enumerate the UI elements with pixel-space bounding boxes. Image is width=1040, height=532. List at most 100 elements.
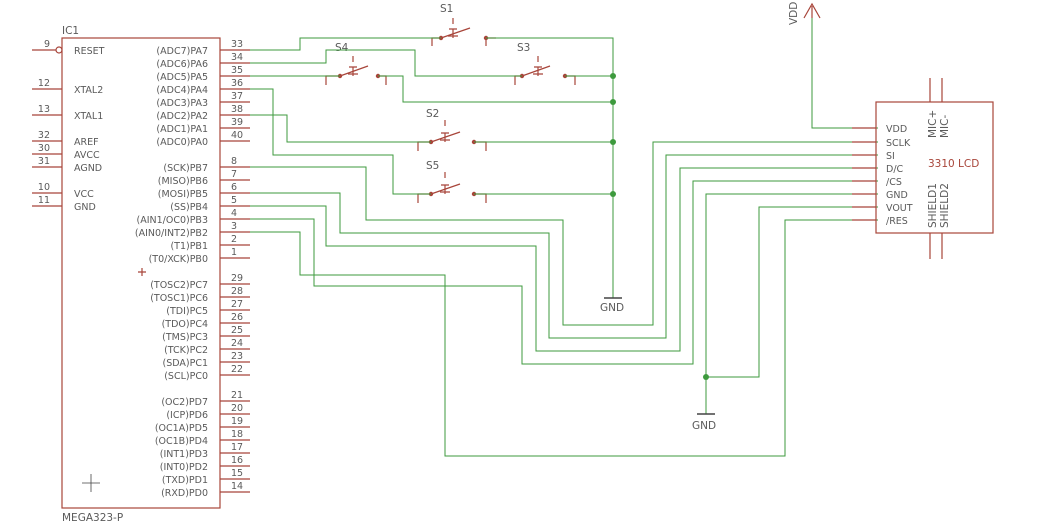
pin-name: (ADC4)PA4 <box>156 85 208 96</box>
ic1-pin-adc0pa0: 40 (ADC0)PA0 <box>156 130 250 148</box>
net-mosi <box>250 154 878 339</box>
pin-name: XTAL2 <box>74 85 103 96</box>
ic1-pin-t1pb1: 2(T1)PB1 <box>170 234 250 252</box>
switch-s1[interactable]: S1 <box>431 3 496 46</box>
switch-s4[interactable]: S4 <box>325 42 387 85</box>
ic1-pin-oc2pd7: 21(OC2)PD7 <box>161 390 250 408</box>
lcd-pin-sclk: SCLK <box>852 138 911 149</box>
pin-name: (TCK)PC2 <box>164 345 208 356</box>
pin-number: 14 <box>231 481 243 492</box>
ic1-pin-rxdpd0: 14(RXD)PD0 <box>161 481 250 499</box>
pin-name: VOUT <box>886 203 913 214</box>
pin-name: (ADC0)PA0 <box>156 137 208 148</box>
pin-name: (TDO)PC4 <box>162 319 208 330</box>
ic1-pin-ain1oc0pb3: 4 (AIN1/OC0)PB3 <box>136 208 250 226</box>
junction <box>610 99 616 105</box>
pin-number: 7 <box>231 169 237 180</box>
pin-number: 28 <box>231 286 243 297</box>
pin-name: (MOSI)PB5 <box>158 189 208 200</box>
pin-name: XTAL1 <box>74 111 103 122</box>
pin-number: 40 <box>231 130 243 141</box>
lcd-pins: VDD SCLK SI D/C/CS GND VOUT/RES <box>852 124 913 227</box>
pin-number: 5 <box>231 195 237 206</box>
pin-name: (OC2)PD7 <box>161 397 208 408</box>
pin-name: (SDA)PC1 <box>163 358 209 369</box>
pin-name: (OC1B)PD4 <box>155 436 208 447</box>
pin-number: 25 <box>231 325 243 336</box>
ic1-pin-int0pd2: 16(INT0)PD2 <box>160 455 250 473</box>
wires <box>250 18 878 457</box>
pin-name: (TXD)PD1 <box>162 475 208 486</box>
vdd-label: VDD <box>788 2 800 25</box>
ic1-pin-oc1apd5: 19(OC1A)PD5 <box>155 416 250 434</box>
ic1-origin-cross <box>82 474 100 492</box>
lcd-pin-si: SI <box>852 151 895 162</box>
switch-s3[interactable]: S3 <box>514 42 576 85</box>
ic1-right-pins: 33(ADC7)PA734(ADC6)PA635(ADC5)PA536(ADC4… <box>135 39 250 499</box>
pin-number: 35 <box>231 65 243 76</box>
pin-name: (INT1)PD3 <box>160 449 208 460</box>
pin-number: 20 <box>231 403 243 414</box>
pin-name: (AIN0/INT2)PB2 <box>135 228 208 239</box>
pin-name: (TOSC2)PC7 <box>150 280 208 291</box>
pin-number: 24 <box>231 338 243 349</box>
pin-name: GND <box>886 190 908 201</box>
net-vout <box>706 206 878 378</box>
pin-number: 34 <box>231 52 243 63</box>
pin-number: 36 <box>231 78 243 89</box>
ic1-pin-ain0int2pb2: 3(AIN0/INT2)PB2 <box>135 221 250 239</box>
net-pa7 <box>250 37 441 51</box>
pin-name: (ICP)PD6 <box>166 410 208 421</box>
pin-number: 33 <box>231 39 243 50</box>
ic1-pin-adc1pa1: 39(ADC1)PA1 <box>156 117 250 135</box>
pin-name: VCC <box>74 189 94 200</box>
pin-name: D/C <box>886 164 904 175</box>
pin-number: 16 <box>231 455 243 466</box>
ic1-pin-sdapc1: 23(SDA)PC1 <box>163 351 250 369</box>
pin-name: RESET <box>74 46 105 57</box>
switch-s2-label: S2 <box>426 108 439 120</box>
ic1-pin-mosipb5: 6(MOSI)PB5 <box>158 182 250 200</box>
ic1-pin-t0xckpb0: 1(T0/XCK)PB0 <box>149 247 250 265</box>
pin-number: 26 <box>231 312 243 323</box>
pin-number: 4 <box>231 208 237 219</box>
net-dc <box>250 167 878 352</box>
switch-s4-label: S4 <box>335 42 349 54</box>
pin-name: (SCL)PC0 <box>164 371 208 382</box>
ic1-pin-adc4pa4: 36 (ADC4)PA4 <box>156 78 250 96</box>
gnd-symbol-upper: GND <box>600 297 624 314</box>
ic1-value: MEGA323-P <box>62 512 123 524</box>
junction <box>610 139 616 145</box>
pin-name: /RES <box>886 216 908 227</box>
pin-name: (AIN1/OC0)PB3 <box>136 215 208 226</box>
pin-name: (TOSC1)PC6 <box>150 293 208 304</box>
pin-number: 29 <box>231 273 243 284</box>
ic1-pin-sclpc0: 22(SCL)PC0 <box>164 364 250 382</box>
switch-s5[interactable]: S5 <box>417 160 487 203</box>
ic1-left-pins: 9RESET12XTAL213XTAL132AREF30AVCC31AGND10… <box>32 39 105 213</box>
switch-s2[interactable]: S2 <box>417 108 487 151</box>
pin-number: 27 <box>231 299 243 310</box>
pin-name: VDD <box>886 124 907 135</box>
ic1-pin-tckpc2: 24 (TCK)PC2 <box>164 338 250 356</box>
net-switch-common <box>486 37 614 298</box>
pin-name: (ADC2)PA2 <box>156 111 208 122</box>
pin-number: 8 <box>231 156 237 167</box>
pin-number: 15 <box>231 468 243 479</box>
pin-number: 11 <box>38 195 50 206</box>
junction <box>610 73 616 79</box>
pin-name: (TDI)PC5 <box>166 306 208 317</box>
pin-number: 9 <box>44 39 50 50</box>
lcd-pin-cs: /CS <box>852 177 902 188</box>
pin-number: 17 <box>231 442 243 453</box>
ic1-pin-adc6pa6: 34(ADC6)PA6 <box>156 52 250 70</box>
lcd-pin-dc: D/C <box>852 164 904 175</box>
pin-name: AREF <box>74 137 99 148</box>
net-cs <box>250 180 878 365</box>
ic1-pin-oc1bpd4: 18(OC1B)PD4 <box>155 429 250 447</box>
pin-name: (ADC3)PA3 <box>156 98 208 109</box>
